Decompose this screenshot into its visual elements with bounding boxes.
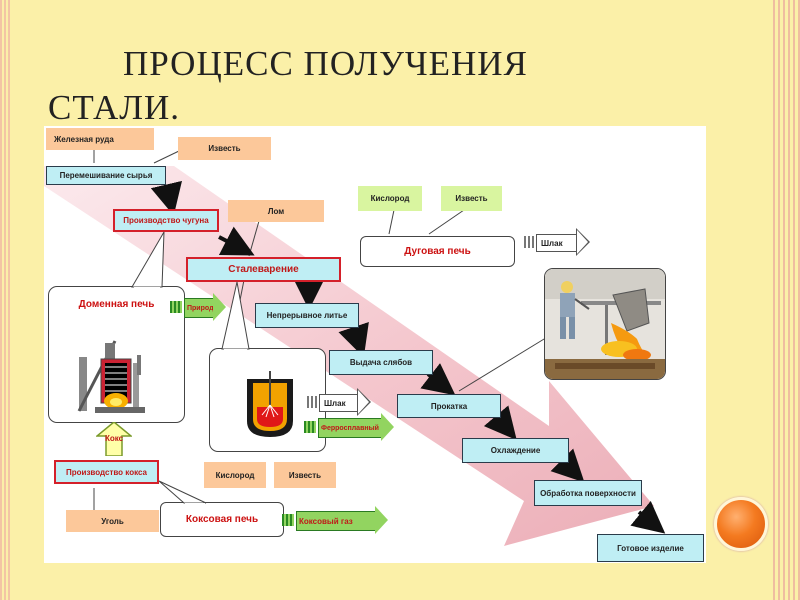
- output-natural-gas: Природный газ: [170, 293, 226, 321]
- coke-gas-label: Коксовый газ: [296, 511, 376, 531]
- input-lime-mid: Известь: [441, 186, 502, 211]
- blast-furnace-label: Доменная печь: [78, 299, 155, 310]
- arrow-slab-rolling: [420, 363, 456, 396]
- connector-rolling-photo: [458, 335, 550, 392]
- converter-illustration: [247, 371, 293, 437]
- callout-coke-oven: Коксовая печь: [160, 502, 284, 537]
- input-oxygen-top: Кислород: [358, 186, 422, 211]
- coke-gas-head: [375, 506, 388, 534]
- step-rolling: Прокатка: [397, 394, 501, 418]
- slide-title: ПРОЦЕСС ПОЛУЧЕНИЯ СТАЛИ.: [48, 42, 528, 130]
- slag-mid-stripes: [307, 396, 317, 408]
- step-surface-treatment: Обработка поверхности: [534, 480, 642, 506]
- input-lime-top: Известь: [178, 137, 271, 160]
- output-ferroalloy-gas: Ферросплавный газ: [304, 413, 394, 441]
- slide-title-line2: СТАЛИ.: [48, 88, 181, 127]
- step-cooling: Охлаждение: [462, 438, 569, 463]
- callout-blast-furnace: Доменная печь: [48, 286, 185, 423]
- right-border-decoration: [770, 0, 800, 600]
- input-scrap: Лом: [228, 200, 324, 222]
- slag-mid-label: Шлак: [319, 394, 357, 412]
- coke-gas-stripes: [282, 514, 294, 526]
- callout-steel-pouring-photo: [544, 268, 666, 380]
- natural-gas-head: [213, 293, 226, 321]
- input-oxygen-bottom: Кислород: [204, 462, 266, 488]
- connector-lime-arc: [428, 209, 465, 235]
- step-mixing: Перемешивание сырья: [46, 166, 166, 185]
- coke-label: Кокс: [104, 434, 124, 443]
- step-continuous-casting: Непрерывное литье: [255, 303, 359, 328]
- process-arrows: [150, 180, 666, 534]
- arrow-pigiron-steel: [218, 226, 255, 256]
- ferroalloy-gas-label: Ферросплавный газ: [318, 418, 382, 438]
- output-coke-gas: Коксовый газ: [282, 506, 388, 534]
- step-pig-iron: Производство чугуна: [113, 209, 219, 232]
- arc-furnace-label: Дуговая печь: [404, 246, 471, 257]
- blast-furnace-illustration: [77, 340, 145, 413]
- arrow-mixing-pigiron: [150, 180, 182, 216]
- connector-oxygen-arc: [388, 209, 395, 235]
- callout-converter: [209, 348, 326, 452]
- input-iron-ore: Железная руда: [46, 128, 154, 150]
- arrow-casting-slab: [338, 321, 369, 358]
- input-lime-bottom: Известь: [274, 462, 336, 488]
- coke-oven-label: Коксовая печь: [185, 514, 259, 525]
- output-slag-top: Шлак: [524, 228, 590, 256]
- arrow-cooling-surface: [550, 448, 585, 483]
- slag-top-head-inner: [577, 230, 588, 254]
- natural-gas-label: Природный газ: [184, 298, 214, 318]
- input-coke-arrow: Кокс: [94, 421, 134, 457]
- output-slag-mid: Шлак: [307, 388, 371, 416]
- step-slab-output: Выдача слябов: [329, 350, 433, 375]
- slag-top-label: Шлак: [536, 234, 576, 252]
- connector-lime-mixing: [153, 150, 180, 164]
- steel-pouring-photo: [545, 269, 665, 379]
- natural-gas-stripes: [170, 301, 182, 313]
- input-coal: Уголь: [66, 510, 159, 532]
- arrow-rolling-cooling: [483, 405, 517, 441]
- arrow-surface-product: [630, 500, 666, 534]
- decorative-orange-orb: [714, 497, 768, 551]
- steel-process-diagram: Железная руда Известь Перемешивание сырь…: [44, 126, 706, 563]
- ferroalloy-gas-stripes: [304, 421, 316, 433]
- slag-top-stripes: [524, 236, 534, 248]
- slag-mid-head-inner: [358, 390, 369, 414]
- step-finished-product: Готовое изделие: [597, 534, 704, 562]
- callout-arc-furnace: Дуговая печь: [360, 236, 515, 267]
- slide-title-line1: ПРОЦЕСС ПОЛУЧЕНИЯ: [123, 44, 528, 83]
- ferroalloy-gas-head: [381, 413, 394, 441]
- left-border-decoration: [0, 0, 10, 600]
- step-steelmaking: Сталеварение: [186, 257, 341, 282]
- step-coke-production: Производство кокса: [54, 460, 159, 484]
